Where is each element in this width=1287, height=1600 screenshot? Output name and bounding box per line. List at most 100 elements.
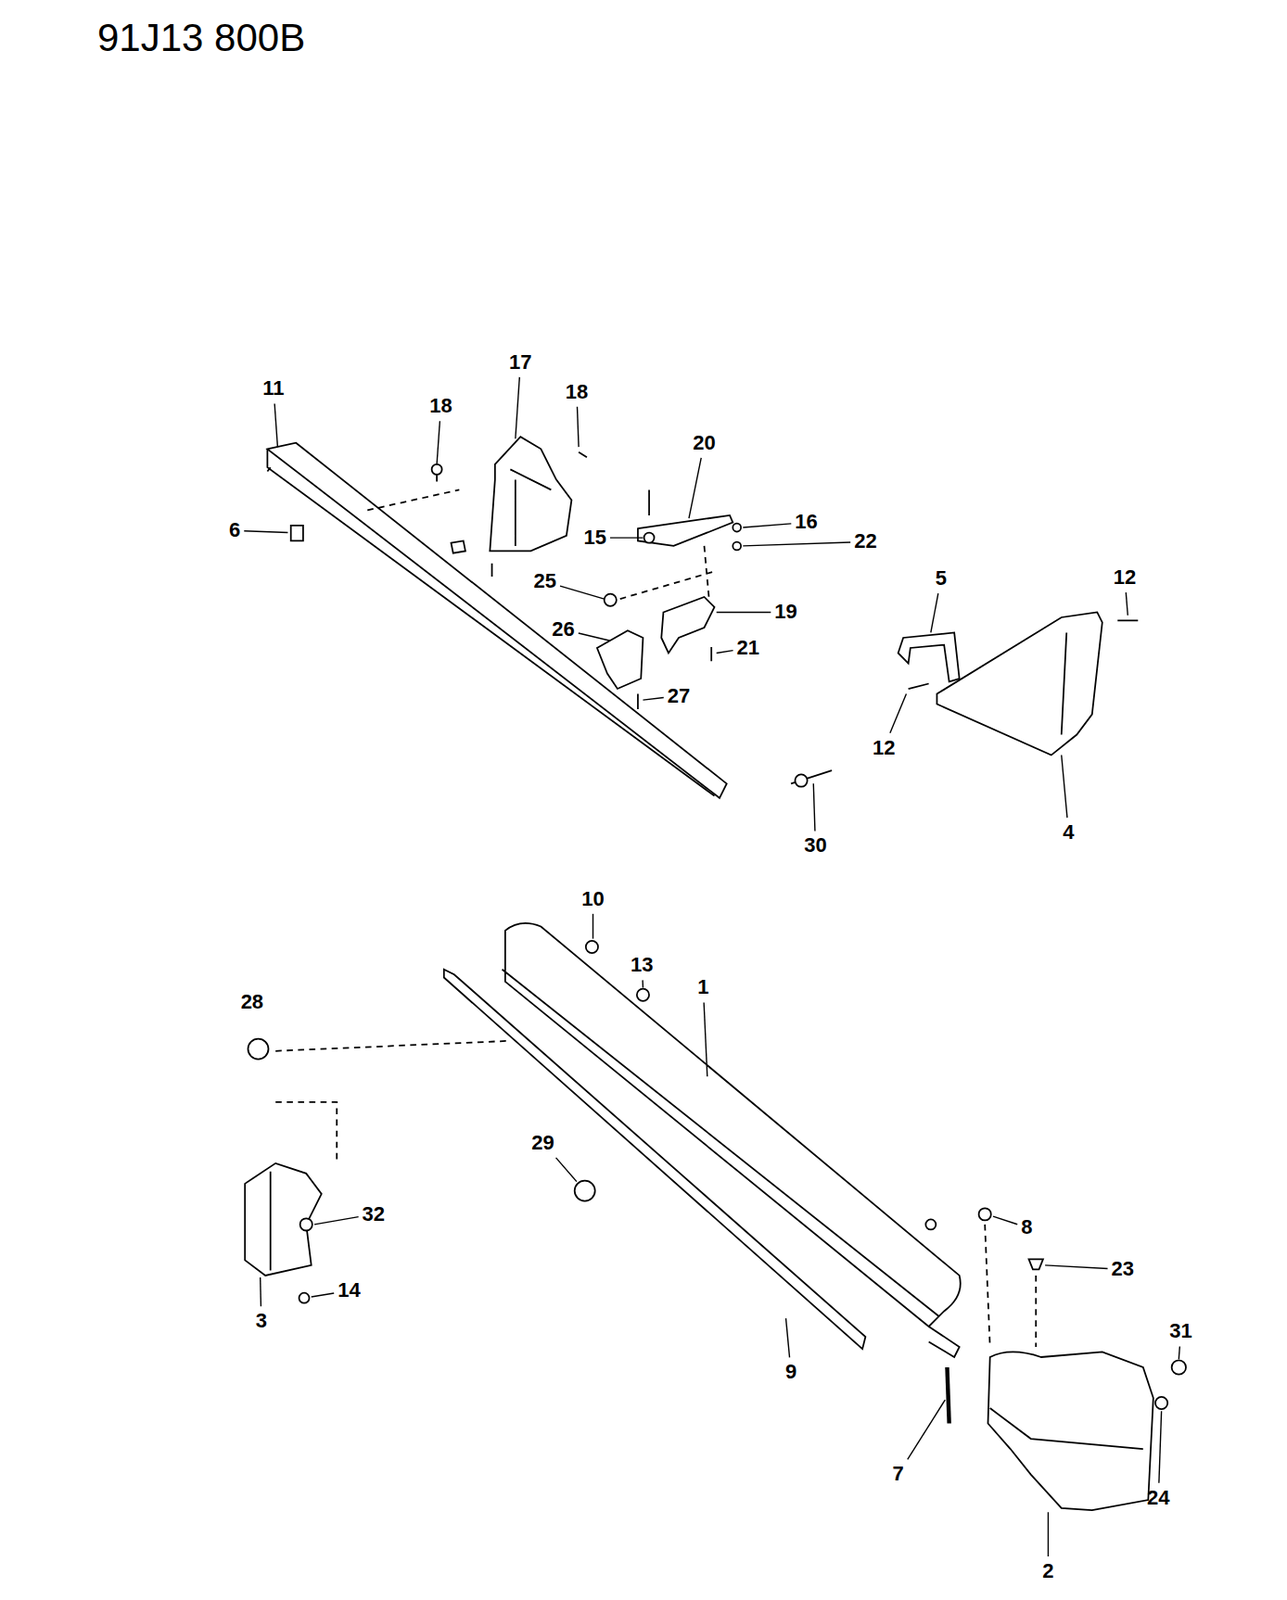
leader-line (274, 403, 278, 447)
callout-number: 23 (1111, 1258, 1135, 1281)
bracket (489, 436, 572, 551)
fastener (637, 989, 650, 1002)
callout-number: 13 (630, 954, 653, 977)
leader-line (641, 980, 644, 988)
leader-line (259, 1277, 262, 1307)
leader-line (556, 1158, 577, 1183)
leader-line (890, 693, 907, 733)
callout-number: 15 (583, 526, 606, 549)
callout-number: 12 (872, 737, 895, 760)
fastener (1172, 1360, 1186, 1375)
filler-strip (444, 969, 867, 1350)
dashed-line (275, 489, 1036, 1348)
fastener (732, 523, 741, 533)
frame-beam (267, 448, 714, 796)
callout-number: 2 (1042, 1560, 1054, 1583)
callout-number: 10 (581, 888, 604, 911)
bolt (946, 1367, 949, 1425)
callout-number: 21 (737, 637, 760, 660)
bolt (436, 452, 587, 483)
fastener (979, 1208, 992, 1221)
bumper-bar (502, 923, 961, 1358)
fastener (794, 774, 807, 787)
callout-number: 8 (1020, 1216, 1033, 1239)
bolt (637, 647, 712, 710)
leader-line (716, 611, 772, 613)
fastener (432, 464, 443, 475)
callout-number: 17 (509, 351, 532, 374)
leader-line (243, 531, 288, 534)
callout-number: 16 (794, 510, 817, 534)
leader-line (515, 377, 520, 439)
callout-number: 18 (565, 381, 588, 404)
leader-line (1044, 1265, 1108, 1270)
diagram-code: 91J13 800B (97, 16, 306, 60)
callout-number: 9 (785, 1361, 797, 1384)
bolt (908, 620, 1139, 689)
leader-line (742, 523, 791, 528)
callout-number: 27 (667, 685, 690, 708)
fastener (300, 1218, 313, 1231)
leader-line (907, 1400, 946, 1460)
callout-number: 14 (337, 1279, 360, 1302)
leader-line (703, 1003, 708, 1078)
end-cap (244, 1163, 322, 1276)
fastener (1155, 1397, 1168, 1410)
leader-line (813, 783, 816, 831)
callout-number: 28 (241, 991, 264, 1014)
callout-number: 12 (1113, 566, 1136, 589)
leader-line (436, 420, 440, 465)
leader-line (1178, 1347, 1180, 1361)
leader-line (592, 914, 594, 940)
leader-line (578, 633, 611, 641)
callout-number: 6 (229, 519, 241, 542)
nut (451, 540, 493, 577)
leader-line (642, 698, 663, 701)
fastener (732, 542, 741, 551)
fastener (299, 1293, 310, 1304)
fastener (604, 594, 617, 607)
leader-line (716, 650, 734, 654)
fastener (586, 941, 599, 954)
leader-line (930, 593, 939, 633)
callout-number: 30 (803, 834, 827, 857)
callout-number: 11 (262, 377, 284, 400)
leader-line (742, 542, 851, 547)
callout-number: 26 (551, 618, 574, 641)
callout-number: 7 (892, 1463, 905, 1486)
leader-line (993, 1216, 1018, 1225)
leader-line (311, 1293, 334, 1298)
leader-line (610, 536, 643, 538)
fastener (247, 1039, 268, 1060)
callout-number: 4 (1062, 821, 1074, 844)
frame-beam (267, 443, 727, 799)
leader-line (560, 586, 605, 599)
callout-number: 18 (429, 395, 452, 418)
leader-line (688, 458, 701, 519)
leader-line (1159, 1411, 1162, 1483)
callout-number: 31 (1169, 1320, 1192, 1343)
leader-line (576, 407, 579, 447)
callout-number: 3 (255, 1310, 268, 1333)
callout-number: 24 (1146, 1487, 1170, 1510)
callout-number: 19 (774, 600, 797, 624)
bracket (898, 632, 960, 682)
callout-number: 29 (531, 1132, 554, 1155)
leader-line (314, 1217, 359, 1225)
strap (637, 489, 733, 547)
fastener (925, 1219, 936, 1230)
leader-line (1125, 592, 1128, 616)
end-cap (987, 1351, 1153, 1511)
callout-number: 1 (697, 976, 709, 999)
leader-line (1047, 1512, 1049, 1557)
bracket (936, 611, 1102, 755)
clip (291, 525, 304, 542)
callout-number: 32 (362, 1203, 385, 1226)
callout-number: 5 (935, 567, 947, 590)
leader-line (786, 1318, 791, 1358)
leader-line (1061, 755, 1068, 819)
fastener (644, 533, 655, 544)
